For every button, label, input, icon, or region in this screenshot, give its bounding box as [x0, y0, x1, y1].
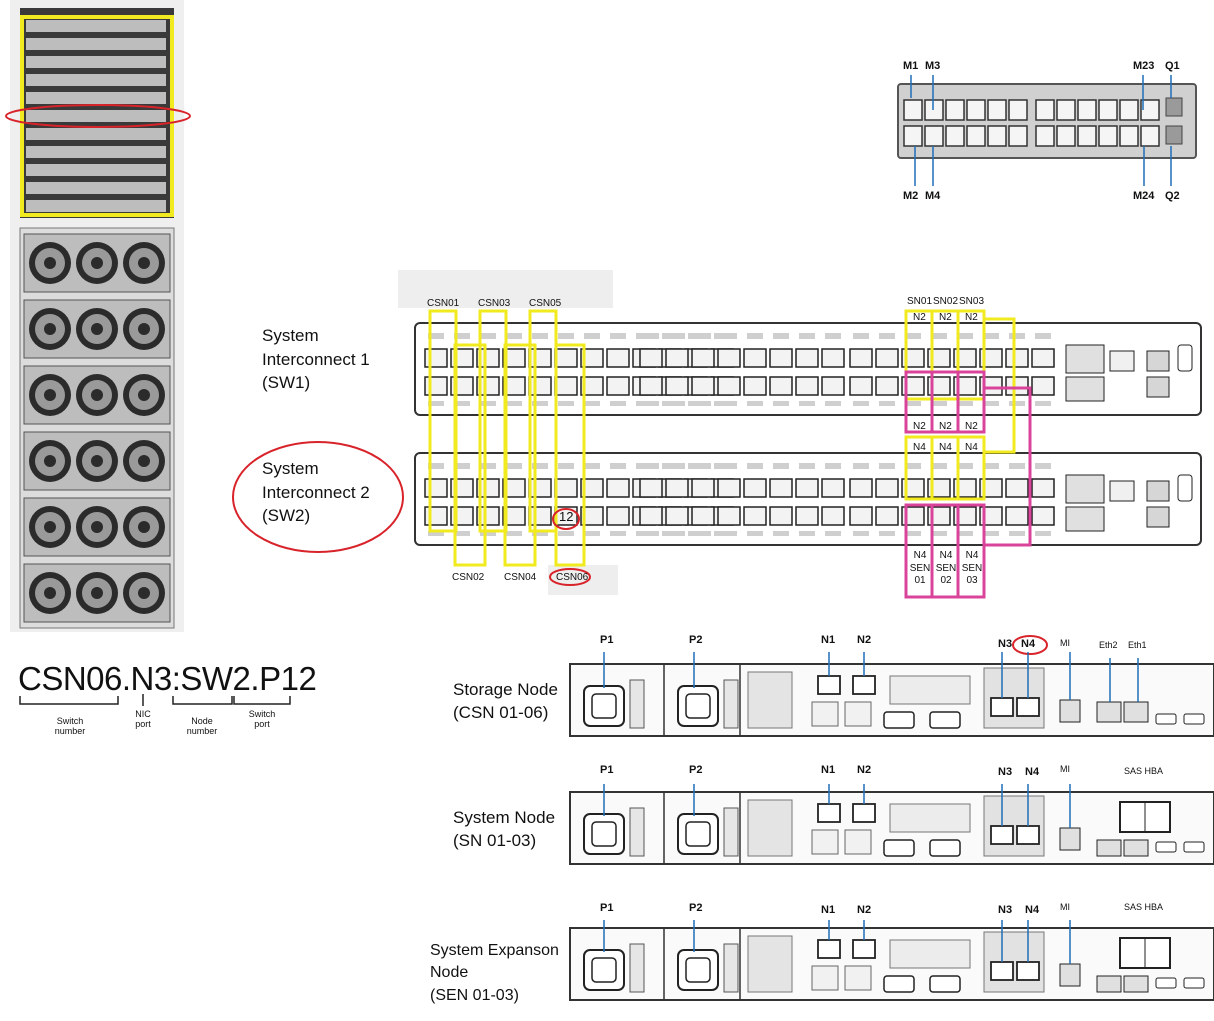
label-m2: M2 [903, 190, 918, 203]
system-node-title: System Node(SN 01-03) [453, 808, 555, 850]
node2-n4-label: N4 [1025, 904, 1039, 917]
storage-node-title: Storage Node(CSN 01-06) [453, 680, 558, 722]
sw2-n4-label-3: N4 [965, 442, 978, 454]
node1-mi-label: MI [1060, 764, 1070, 774]
node0-eth2-label: Eth2 [1099, 640, 1118, 650]
sen-n2-label-3: N2 [965, 421, 978, 433]
node2-sas-label: SAS HBA [1124, 902, 1163, 912]
port-naming-formula: CSN06.N3:SW2.P12 [18, 660, 316, 698]
node0-p2-label: P2 [689, 634, 702, 647]
csn01-label: CSN01 [427, 298, 459, 310]
sn01-label: SN01 [907, 296, 932, 308]
port-12-callout: 12 [559, 510, 573, 525]
csn03-label: CSN03 [478, 298, 510, 310]
label-q1: Q1 [1165, 60, 1180, 73]
node1-n2-label: N2 [857, 764, 871, 777]
node0-mi-label: MI [1060, 638, 1070, 648]
node1-n1-label: N1 [821, 764, 835, 777]
node1-p1-label: P1 [600, 764, 613, 777]
node2-p1-label: P1 [600, 902, 613, 915]
node2-n3-label: N3 [998, 904, 1012, 917]
node2-p2-label: P2 [689, 902, 702, 915]
node1-n4-label: N4 [1025, 766, 1039, 779]
label-m1: M1 [903, 60, 918, 73]
top-switch [898, 84, 1196, 158]
node1-sas-label: SAS HBA [1124, 766, 1163, 776]
node2-n2-label: N2 [857, 904, 871, 917]
node0-n1-label: N1 [821, 634, 835, 647]
label-q2: Q2 [1165, 190, 1180, 203]
sw1-n2-label-3: N2 [965, 312, 978, 324]
sw2-n4-label-2: N4 [939, 442, 952, 454]
csn05-label: CSN05 [529, 298, 561, 310]
node0-n3-label: N3 [998, 638, 1012, 651]
sen-n2-label-1: N2 [913, 421, 926, 433]
node2-n1-label: N1 [821, 904, 835, 917]
csn06-label: CSN06 [556, 572, 588, 584]
sw1-n2-label-2: N2 [939, 312, 952, 324]
node0-p1-label: P1 [600, 634, 613, 647]
sw2-title: System Interconnect 2 (SW2) [262, 459, 370, 526]
node0-eth1-label: Eth1 [1128, 640, 1147, 650]
csn04-label: CSN04 [504, 572, 536, 584]
node0-n2-label: N2 [857, 634, 871, 647]
sen-n2-label-2: N2 [939, 421, 952, 433]
node2-mi-label: MI [1060, 902, 1070, 912]
sw2-n4-label-1: N4 [913, 442, 926, 454]
label-m24: M24 [1133, 190, 1154, 203]
node0-n4-label: N4 [1021, 638, 1035, 651]
sw1-title: System Interconnect 1 (SW1) [262, 326, 370, 393]
label-m23: M23 [1133, 60, 1154, 73]
sw1-n2-label-1: N2 [913, 312, 926, 324]
label-m3: M3 [925, 60, 940, 73]
label-m4: M4 [925, 190, 940, 203]
node1-p2-label: P2 [689, 764, 702, 777]
sn02-label: SN02 [933, 296, 958, 308]
node1-n3-label: N3 [998, 766, 1012, 779]
csn02-label: CSN02 [452, 572, 484, 584]
sn03-label: SN03 [959, 296, 984, 308]
